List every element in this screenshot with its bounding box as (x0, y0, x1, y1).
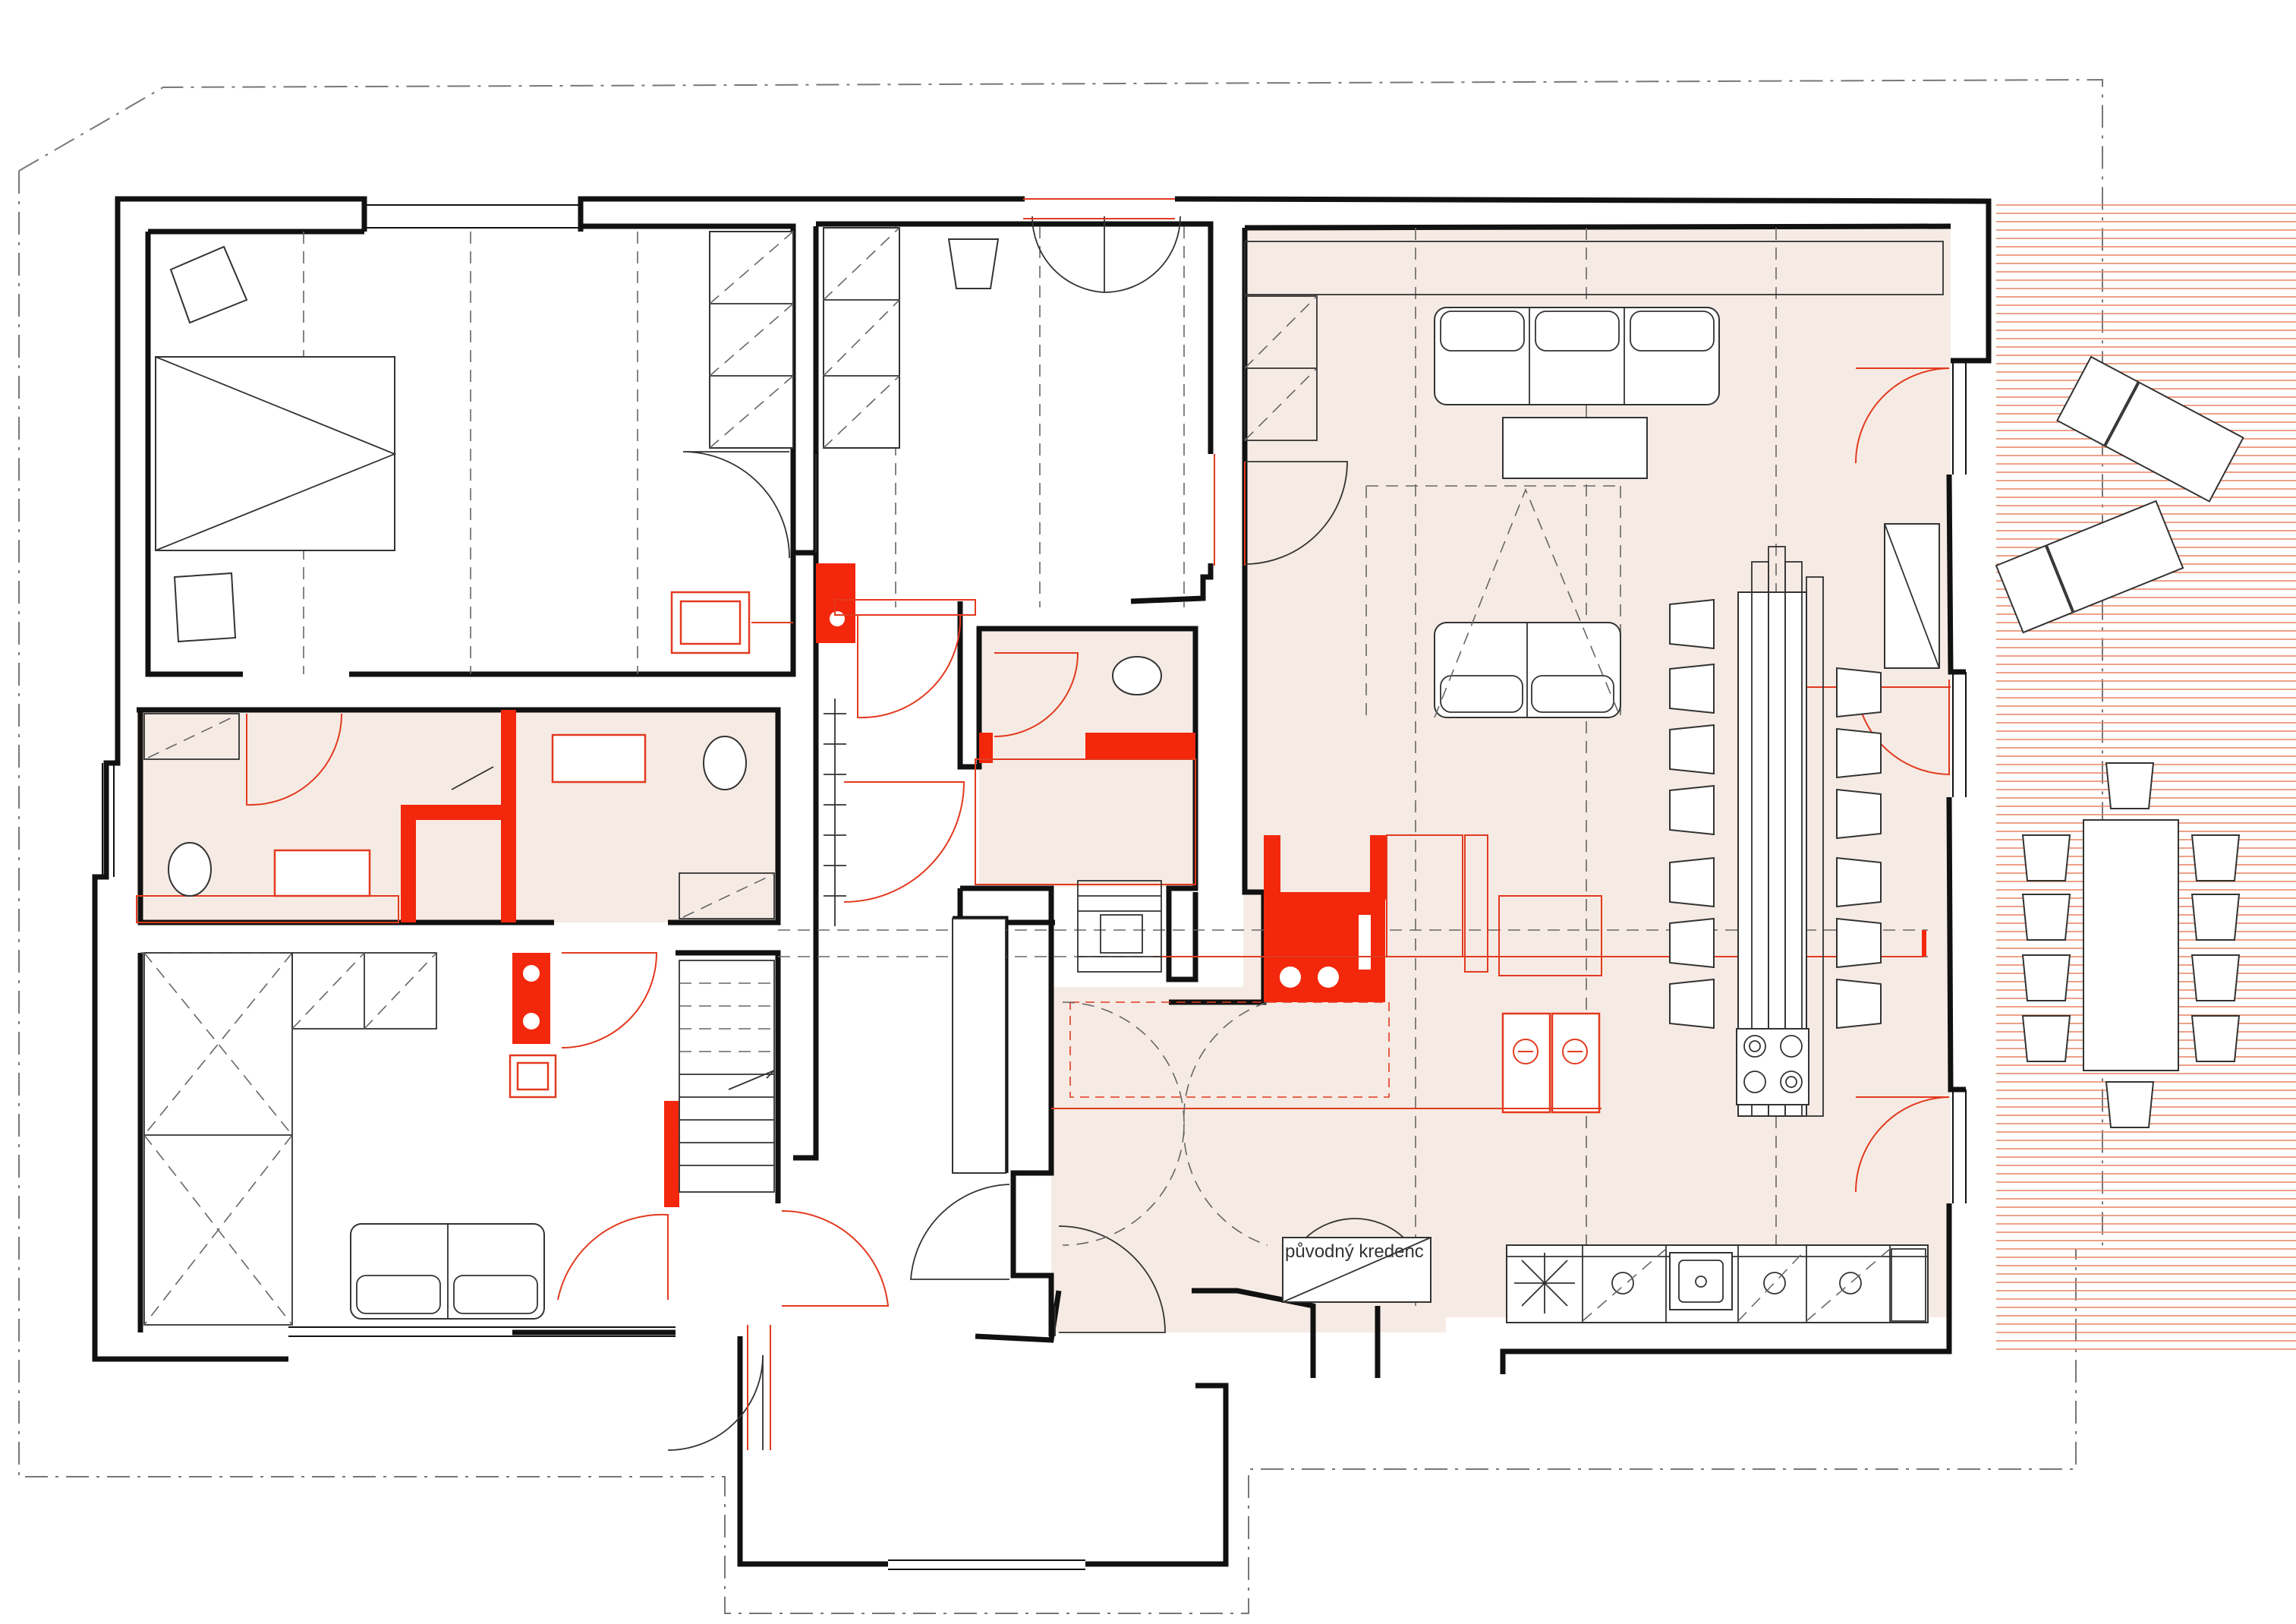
bar-stool-icon (1836, 856, 1882, 908)
wc-sink (273, 849, 371, 897)
bar-stool-icon (1669, 978, 1715, 1030)
dining-chair-icon (2190, 894, 2241, 941)
kitchen-counter (1506, 1244, 1929, 1323)
misc-lines (747, 198, 1246, 1450)
bar-stool-icon (1836, 788, 1882, 840)
coffee-table (1502, 417, 1648, 479)
lounger-icon (2056, 355, 2140, 447)
bar-stools (1669, 598, 1882, 1030)
bar-stool-icon (1836, 727, 1882, 779)
plant-icon (1514, 1253, 1575, 1313)
toilet-icon (168, 842, 212, 897)
armchair-icon (173, 572, 237, 643)
bar-stool-icon (1669, 598, 1715, 650)
sun-loungers (1995, 355, 2244, 634)
windows (102, 204, 1967, 1570)
lounger-icon (1995, 544, 2074, 634)
dining-chair-icon (2190, 834, 2241, 881)
cooktop (1736, 1028, 1809, 1105)
dishwasher-icon (1611, 1272, 1634, 1294)
armchair-icon (169, 245, 248, 324)
dining-chair-icon (2021, 954, 2071, 1001)
new-structure (401, 563, 1926, 1207)
stool-icon (947, 238, 1000, 289)
hall-bench (952, 918, 1056, 1336)
bedroom-furniture (155, 227, 1000, 643)
dining-chair-icon (2021, 834, 2071, 881)
original-cupboard: původný kredenc (1282, 1237, 1431, 1303)
wardrobe (709, 231, 794, 449)
bathroom-sink (551, 733, 647, 784)
bar-stool-icon (1669, 724, 1715, 775)
wc-toilet-icon (1112, 656, 1162, 695)
double-bed (155, 356, 395, 551)
oven-icon (1839, 1272, 1862, 1294)
staircase (679, 698, 1162, 1193)
dining-table (2083, 819, 2179, 1071)
study-furniture (143, 952, 545, 1326)
dining-set (2021, 762, 2241, 1128)
bar-stool-icon (1669, 784, 1715, 836)
hall-wardrobe (823, 227, 900, 449)
original-cupboard-label: původný kredenc (1285, 1241, 1424, 1262)
dining-chair-icon (2105, 762, 2155, 809)
dining-chair-icon (2021, 894, 2071, 941)
fridge-icon (1763, 1272, 1786, 1294)
bar-stool-icon (1836, 978, 1882, 1030)
toilet-icon (703, 736, 747, 790)
bar-stool-icon (1836, 917, 1882, 969)
kitchen-island (1736, 546, 1824, 1117)
laundry (1513, 1039, 1588, 1064)
dining-chair-icon (2021, 1015, 2071, 1062)
bathroom-fixtures (143, 656, 1162, 919)
dining-chair-icon (2190, 1015, 2241, 1062)
bar-stool-icon (1836, 667, 1882, 718)
dining-chair-icon (2105, 1081, 2155, 1128)
bar-stool-icon (1669, 663, 1715, 714)
plot-outline (18, 78, 2103, 1614)
bar-stool-icon (1669, 917, 1715, 969)
sofa-top (1434, 307, 1720, 405)
living-furniture (1244, 241, 1944, 718)
dining-chair-icon (2190, 954, 2241, 1001)
bar-stool-icon (1669, 856, 1715, 908)
